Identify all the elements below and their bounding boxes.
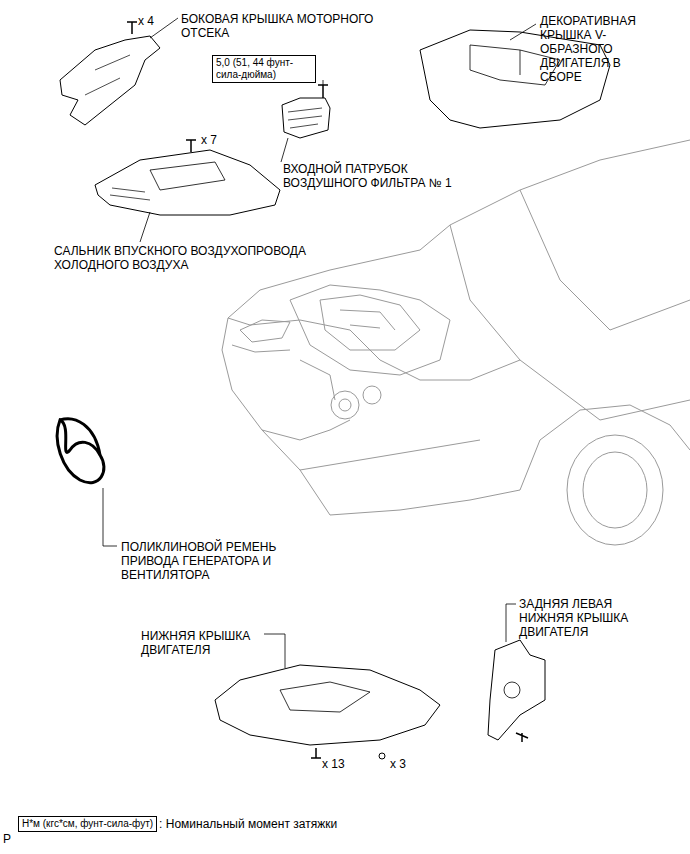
- quantity-label: x 7: [201, 133, 217, 147]
- part-name: САЛЬНИК ВПУСКНОГО ВОЗДУХОПРОВОДА ХОЛОДНО…: [54, 244, 354, 272]
- part-name: ДЕКОРАТИВНАЯ КРЫШКА V-ОБРАЗНОГО ДВИГАТЕЛ…: [540, 14, 650, 84]
- part-name: ВХОДНОЙ ПАТРУБОК ВОЗДУШНОГО ФИЛЬТРА № 1: [283, 162, 473, 190]
- quantity-label: x 13: [322, 757, 345, 771]
- quantity-label: x 3: [390, 757, 406, 771]
- torque-value: 5,0 (51, 44 фунт-сила-дюйма): [216, 57, 312, 81]
- legend-text: : Номинальный момент затяжки: [159, 817, 337, 831]
- part-name: БОКОВАЯ КРЫШКА МОТОРНОГО ОТСЕКА: [181, 12, 421, 40]
- figure-code: P: [3, 832, 11, 846]
- torque-value: Н*м (кгс*см, фунт-сила-фут): [22, 818, 153, 830]
- quantity-label: x 4: [138, 14, 154, 28]
- part-name: НИЖНЯЯ КРЫШКА ДВИГАТЕЛЯ: [141, 629, 261, 657]
- torque-box: 5,0 (51, 44 фунт-сила-дюйма): [212, 55, 316, 83]
- legend-box: Н*м (кгс*см, фунт-сила-фут): [18, 816, 157, 832]
- part-name: ЗАДНЯЯ ЛЕВАЯ НИЖНЯЯ КРЫШКА ДВИГАТЕЛЯ: [519, 597, 639, 639]
- part-name: ПОЛИКЛИНОВОЙ РЕМЕНЬ ПРИВОДА ГЕНЕРАТОРА И…: [121, 540, 321, 582]
